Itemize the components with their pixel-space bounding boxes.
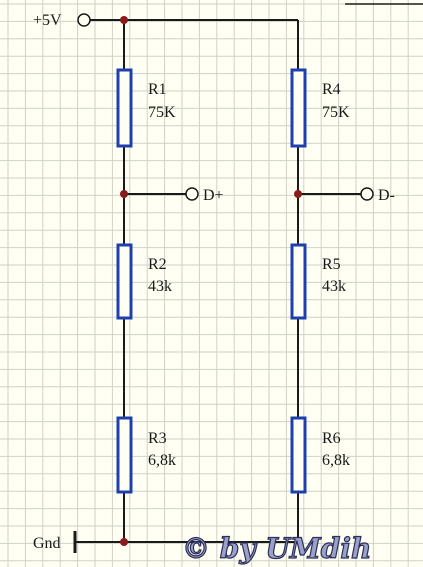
resistor-r3-value: 6,8k xyxy=(148,452,176,469)
resistor-r2-body xyxy=(116,243,133,320)
resistor-r5-name: R5 xyxy=(322,256,341,273)
resistor-r5-value: 43k xyxy=(322,278,346,295)
resistors xyxy=(116,68,307,494)
junction-d-minus xyxy=(294,190,302,198)
resistor-r1-name: R1 xyxy=(148,81,167,98)
ground-label: Gnd xyxy=(33,535,61,552)
resistor-r2-value: 43k xyxy=(148,278,172,295)
resistor-r3-name: R3 xyxy=(148,430,167,447)
resistor-r4-body xyxy=(290,68,307,148)
resistor-r1-value: 75K xyxy=(148,104,176,121)
junctions xyxy=(120,16,302,546)
supply-terminal xyxy=(77,13,91,27)
junction-d-plus xyxy=(120,190,128,198)
resistor-r3-body xyxy=(116,416,133,494)
d-minus-terminal xyxy=(360,187,374,201)
resistor-r6-name: R6 xyxy=(322,430,341,447)
resistor-r1-body xyxy=(116,68,133,148)
d-plus-terminal xyxy=(185,187,199,201)
resistor-r6-body xyxy=(290,416,307,494)
terminals xyxy=(77,13,374,201)
resistor-r6-value: 6,8k xyxy=(322,452,350,469)
d-plus-label: D+ xyxy=(203,187,224,204)
resistor-r4-value: 75K xyxy=(322,104,350,121)
resistor-r5-body xyxy=(290,243,307,320)
resistor-r2-name: R2 xyxy=(148,256,167,273)
supply-label: +5V xyxy=(33,12,62,29)
resistor-r4-name: R4 xyxy=(322,81,341,98)
junction-supply-left xyxy=(120,16,128,24)
watermark: © by UMdih xyxy=(182,532,371,565)
d-minus-label: D- xyxy=(378,187,395,204)
junction-ground-left xyxy=(120,538,128,546)
